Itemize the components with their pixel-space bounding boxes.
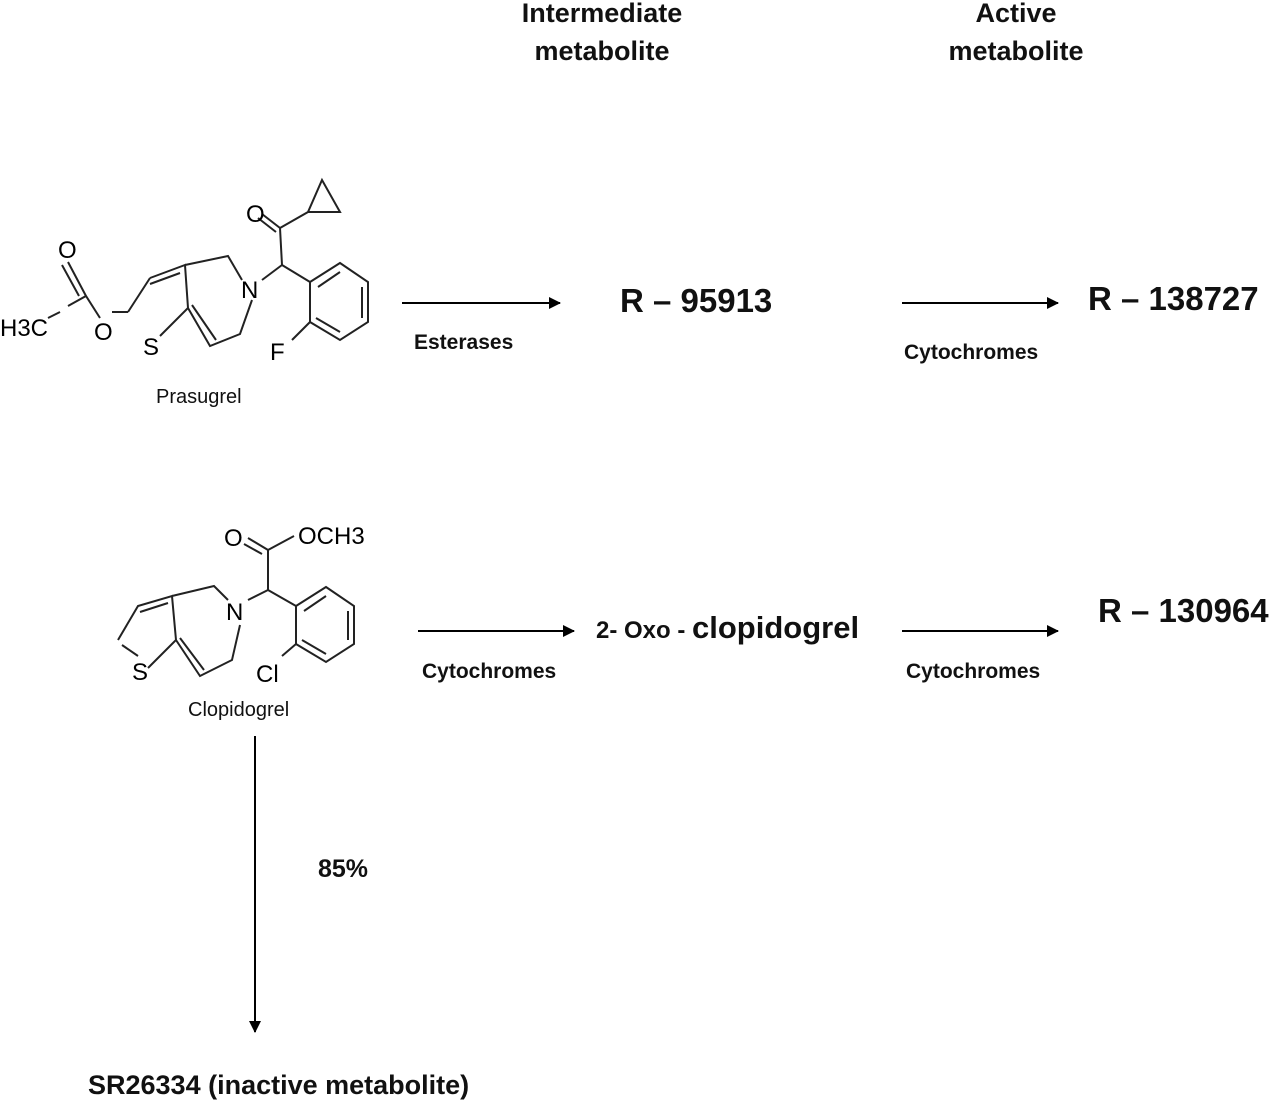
clopidogrel-atom-o: O [224, 525, 243, 552]
prasugrel-atom-o-ester: O [94, 319, 113, 346]
prasugrel-phenyl-ring [309, 261, 369, 342]
clopidogrel-ester-bonds [243, 535, 295, 590]
clopidogrel-inactive-product: SR26334 (inactive metabolite) [88, 1070, 470, 1100]
prasugrel-thiophene-bonds [127, 263, 190, 337]
prasugrel-f-bond [291, 321, 311, 341]
header-intermediate-line1: Intermediate [521, 0, 683, 28]
prasugrel-name: Prasugrel [156, 386, 242, 408]
prasugrel-active: R – 138727 [1088, 280, 1259, 317]
clopidogrel-piperidine-bonds [171, 584, 241, 678]
header-active-line1: Active [975, 0, 1057, 28]
clopidogrel-atom-cl: Cl [256, 661, 279, 688]
clopidogrel-cl-bond [281, 643, 297, 657]
prasugrel-intermediate: R – 95913 [620, 282, 773, 319]
clopidogrel-active: R – 130964 [1098, 592, 1269, 629]
prasugrel-piperidine-bonds [184, 254, 253, 348]
prasugrel-ch-phenyl-bond [281, 264, 311, 283]
header-intermediate-metabolite: Intermediate metabolite [472, 0, 732, 70]
prasugrel-step1-enzyme: Esterases [414, 331, 514, 354]
prasugrel-ester-bonds [61, 261, 128, 319]
clopidogrel-phenyl-ring [295, 585, 355, 664]
clopidogrel-step1-enzyme: Cytochromes [422, 660, 557, 683]
prasugrel-atom-o-acetyl: O [58, 237, 77, 264]
prasugrel-atom-labels: O O O H3C N S F [0, 201, 285, 366]
clopidogrel-structure [117, 535, 355, 678]
clopidogrel-name: Clopidogrel [188, 699, 290, 721]
header-active-metabolite: Active metabolite [886, 0, 1146, 70]
prasugrel-atom-n: N [241, 277, 258, 304]
clopidogrel-intermediate-main: clopidogrel [692, 610, 860, 645]
prasugrel-atom-h3c: H3C [0, 315, 48, 342]
clopidogrel-step2-enzyme: Cytochromes [906, 660, 1041, 683]
prasugrel-atom-s: S [143, 334, 159, 361]
clopidogrel-intermediate-prefix: 2- Oxo - [596, 617, 693, 644]
clopidogrel-ch-phenyl-bond [267, 589, 297, 607]
prasugrel-cyclopropyl-bonds [279, 177, 342, 229]
prasugrel-atom-o-ketone: O [246, 201, 265, 228]
clopidogrel-atom-labels: O OCH3 N S Cl [132, 523, 365, 688]
prasugrel-structure [47, 177, 369, 348]
header-active-line2: metabolite [948, 36, 1084, 66]
clopidogrel-intermediate: 2- Oxo - clopidogrel [596, 610, 859, 646]
clopidogrel-inactive-percent: 85% [318, 855, 369, 883]
prasugrel-atom-f: F [270, 339, 285, 366]
prasugrel-step2-enzyme: Cytochromes [904, 341, 1039, 364]
clopidogrel-atom-s: S [132, 659, 148, 686]
clopidogrel-atom-och3: OCH3 [298, 523, 365, 550]
prasugrel-n-ch-bond [261, 264, 283, 281]
clopidogrel-atom-n: N [226, 599, 243, 626]
clopidogrel-thiophene-bonds [117, 594, 178, 669]
header-intermediate-line2: metabolite [534, 36, 670, 66]
clopidogrel-n-ch-bond [247, 589, 269, 601]
